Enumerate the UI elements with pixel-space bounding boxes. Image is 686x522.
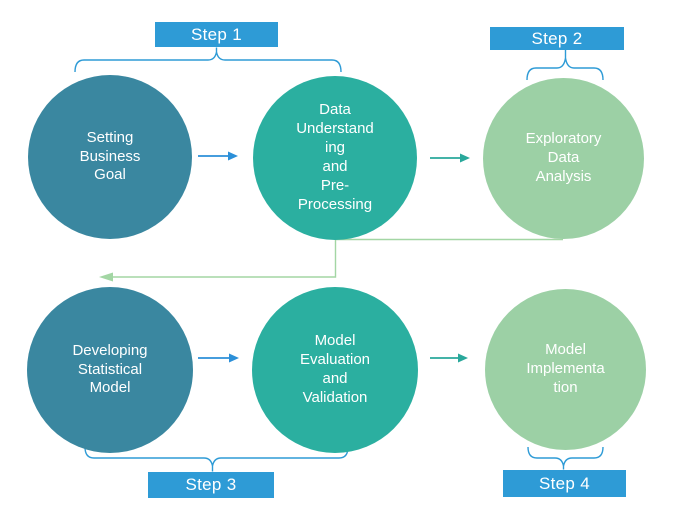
- step-2-label-text: Step 2: [531, 28, 583, 48]
- step-3-label-text: Step 3: [185, 475, 237, 494]
- step-4-label-text: Step 4: [539, 473, 590, 493]
- node-setting-business-goal: Setting Business Goal: [28, 75, 192, 239]
- node-data-understanding-preprocessing-label: Data Understand ing and Pre- Processing: [296, 101, 374, 213]
- node-exploratory-data-analysis-label: Exploratory Data Analysis: [525, 130, 602, 185]
- node-model-evaluation-validation: Model Evaluation and Validation: [252, 287, 418, 453]
- node-developing-statistical-model-label: Developing Statistical Model: [72, 341, 148, 397]
- node-exploratory-data-analysis: Exploratory Data Analysis: [483, 78, 644, 239]
- arrow-1-2-head-icon: [228, 151, 238, 161]
- step-1-label-text: Step 1: [191, 24, 242, 44]
- node-model-implementation-label: Model Implementa tion: [526, 341, 605, 396]
- row1-to-row2-connector: [112, 238, 563, 278]
- step-1-label: Step 1: [155, 22, 278, 47]
- node-setting-business-goal-label: Setting Business Goal: [79, 128, 141, 184]
- step-4-label: Step 4: [503, 470, 626, 497]
- arrow-4-5-head-icon: [229, 353, 239, 363]
- step-1-bracket: [74, 47, 342, 73]
- step-4-bracket: [527, 446, 604, 470]
- node-model-implementation: Model Implementa tion: [485, 289, 646, 450]
- node-developing-statistical-model: Developing Statistical Model: [27, 287, 193, 453]
- node-data-understanding-preprocessing: Data Understand ing and Pre- Processing: [253, 76, 417, 240]
- arrow-5-6-head-icon: [458, 353, 468, 363]
- node-model-evaluation-validation-label: Model Evaluation and Validation: [299, 332, 371, 406]
- step-2-label: Step 2: [490, 27, 624, 50]
- step-2-bracket: [526, 50, 604, 81]
- arrow-2-3-head-icon: [460, 153, 470, 163]
- step-3-label: Step 3: [148, 472, 274, 498]
- row-connector-arrowhead-icon: [99, 272, 113, 282]
